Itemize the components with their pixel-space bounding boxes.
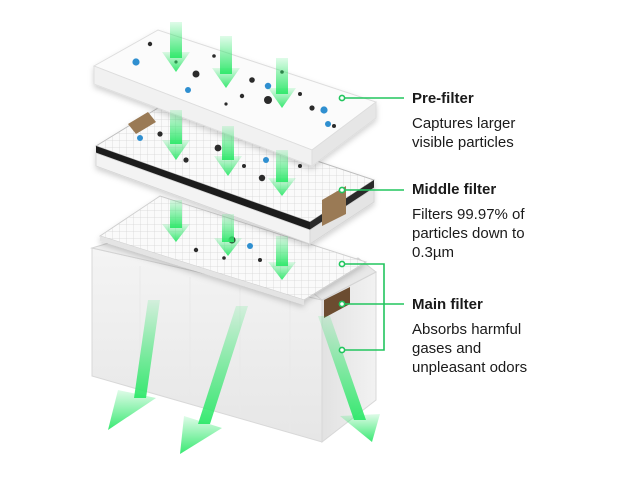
middle-filter-title: Middle filter	[412, 181, 497, 198]
main-filter-title: Main filter	[412, 296, 483, 313]
pre-filter-title: Pre-filter	[412, 90, 474, 107]
clean-air-arrow-left	[108, 300, 160, 430]
airflow-arrows-down	[162, 22, 296, 280]
airflow-arrow	[268, 58, 296, 108]
airflow-arrow	[214, 214, 242, 256]
clean-air-arrows	[108, 300, 380, 454]
main-filter-label: Main filter Absorbs harmful gases and un…	[412, 296, 632, 377]
airflow-arrow	[268, 236, 296, 280]
callouts	[338, 94, 404, 354]
pre-filter	[92, 29, 378, 167]
middle-filter-description: Filters 99.97% of particles down to 0.3µ…	[412, 206, 525, 261]
middle-filter-tab-left	[128, 112, 156, 134]
middle-filter-tab-right	[322, 186, 346, 226]
airflow-arrow	[162, 110, 190, 160]
airflow-arrow	[162, 22, 190, 72]
clean-air-arrow-right	[318, 316, 380, 442]
particles	[132, 41, 336, 262]
main-filter-callout	[338, 260, 404, 354]
clean-air-arrow-center	[180, 306, 248, 454]
airflow-arrow	[214, 126, 242, 176]
middle-filter-label: Middle filter Filters 99.97% of particle…	[412, 181, 632, 262]
airflow-arrow	[268, 150, 296, 196]
airflow-arrow	[212, 36, 240, 88]
pre-filter-callout	[338, 94, 404, 102]
airflow-arrow	[162, 200, 190, 242]
pre-filter-description: Captures larger visible particles	[412, 115, 516, 151]
middle-filter-callout	[338, 186, 404, 194]
main-filter-description: Absorbs harmful gases and unpleasant odo…	[412, 321, 528, 376]
carbon-side-cut	[324, 287, 350, 318]
middle-filter-edge	[96, 146, 310, 230]
pre-filter-label: Pre-filter Captures larger visible parti…	[412, 90, 632, 152]
